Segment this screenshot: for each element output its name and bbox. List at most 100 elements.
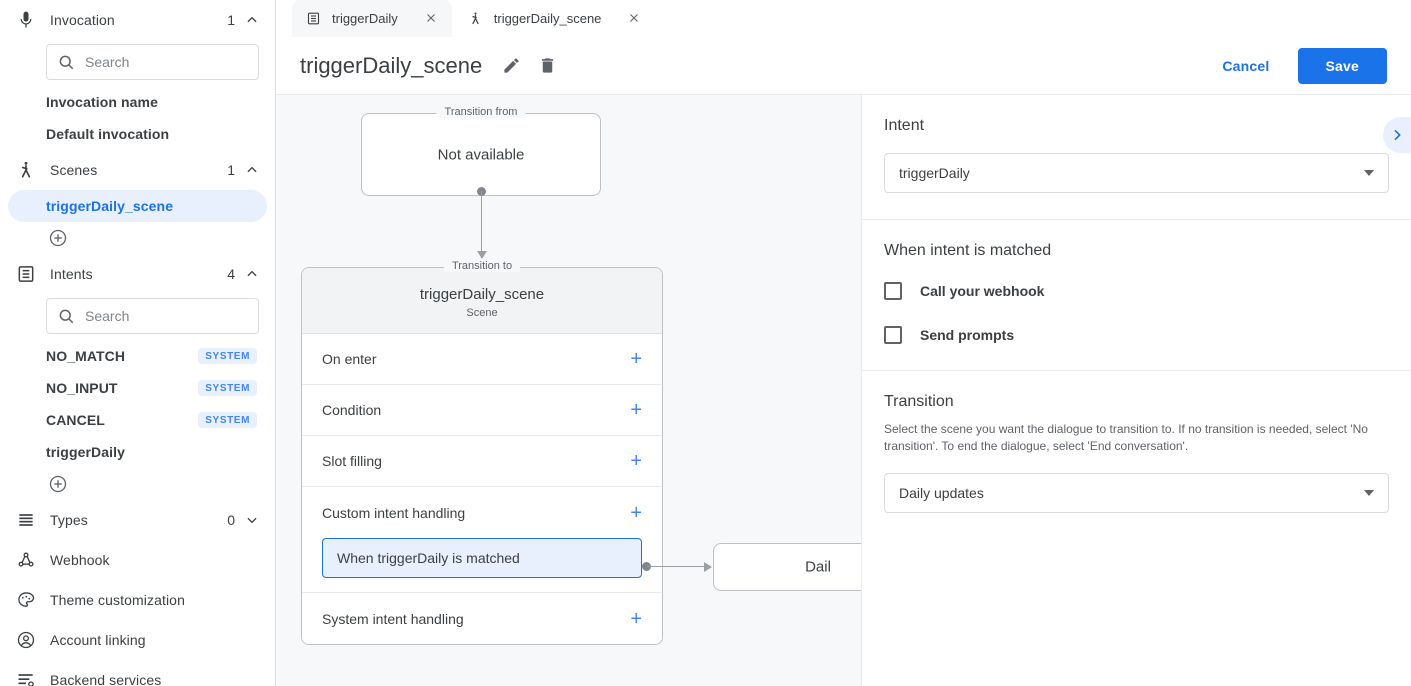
chevron-up-icon[interactable]	[245, 163, 259, 177]
microphone-icon	[14, 8, 38, 32]
scene-row-on-enter[interactable]: On enter +	[302, 334, 662, 385]
sidebar-item-label: triggerDaily	[46, 444, 125, 460]
scene-row-label: Condition	[322, 402, 382, 418]
status-badge: SYSTEM	[198, 348, 257, 364]
transition-select[interactable]: Daily updates	[884, 473, 1389, 513]
account-icon	[14, 628, 38, 652]
scene-row-custom-intent-handling[interactable]: Custom intent handling +	[302, 487, 662, 538]
sidebar-item-label: Account linking	[50, 632, 146, 648]
add-circle-icon[interactable]	[48, 474, 68, 494]
sidebar-item-label: Default invocation	[46, 126, 170, 142]
add-icon[interactable]: +	[630, 501, 642, 524]
scene-row-slot-filling[interactable]: Slot filling +	[302, 436, 662, 487]
add-intent-row	[0, 468, 275, 500]
sidebar-item-webhook[interactable]: Webhook	[0, 540, 275, 580]
sidebar-item-triggerDaily[interactable]: triggerDaily	[8, 436, 267, 468]
tab-triggerDaily_scene[interactable]: triggerDaily_scene	[453, 0, 656, 37]
sidebar-group-label: Intents	[50, 266, 93, 282]
add-icon[interactable]: +	[630, 348, 642, 370]
scene-row-label: System intent handling	[322, 610, 464, 627]
intent-select[interactable]: triggerDaily	[884, 153, 1389, 193]
search-icon	[57, 53, 75, 71]
checkbox-box[interactable]	[884, 282, 902, 300]
checkbox-send-prompts[interactable]: Send prompts	[884, 326, 1389, 344]
sidebar-item-default-invocation[interactable]: Default invocation	[8, 118, 267, 150]
intent-section: Intent triggerDaily	[862, 95, 1411, 220]
custom-intent-handlers: When triggerDaily is matched	[302, 538, 662, 593]
add-circle-icon[interactable]	[48, 228, 68, 248]
add-scene-row	[0, 222, 275, 254]
tab-label: triggerDaily_scene	[493, 11, 602, 26]
checkbox-box[interactable]	[884, 326, 902, 344]
scene-node-subtitle: Scene	[466, 307, 498, 319]
checkbox-call-your-webhook[interactable]: Call your webhook	[884, 282, 1389, 300]
intent-section-title: Intent	[884, 117, 925, 134]
sidebar-item-label: Webhook	[50, 552, 110, 568]
sidebar-group-intents[interactable]: Intents 4	[0, 254, 275, 294]
intents-search-input[interactable]	[85, 308, 248, 324]
cancel-button[interactable]: Cancel	[1210, 50, 1281, 82]
sidebar-item-cancel[interactable]: CANCEL SYSTEM	[8, 404, 267, 436]
tab-bar: triggerDaily triggerDaily_scene	[276, 0, 1411, 37]
invocation-search-box[interactable]	[46, 44, 259, 80]
intents-search-wrap	[0, 294, 275, 340]
status-badge: SYSTEM	[198, 412, 257, 428]
invocation-search-input[interactable]	[85, 54, 248, 70]
trash-icon[interactable]	[538, 56, 558, 76]
scene-row-system-intent-handling[interactable]: System intent handling +	[302, 593, 662, 644]
status-badge: SYSTEM	[198, 380, 257, 396]
body-area: Transition from Not available Transition…	[276, 95, 1411, 686]
types-icon	[14, 508, 38, 532]
sidebar-item-label: Backend services	[50, 672, 162, 686]
scene-node-header: triggerDaily_scene Scene	[302, 268, 662, 334]
sidebar-item-invocation-name[interactable]: Invocation name	[8, 86, 267, 118]
scenes-icon	[468, 11, 484, 27]
close-icon[interactable]	[424, 11, 440, 27]
intent-select-value: triggerDaily	[899, 165, 970, 181]
sidebar-group-label: Invocation	[50, 12, 115, 28]
close-icon[interactable]	[627, 11, 643, 27]
sidebar-group-scenes[interactable]: Scenes 1	[0, 150, 275, 190]
tab-label: triggerDaily	[332, 11, 398, 26]
sidebar: Invocation 1 Invocation name Default inv…	[0, 0, 276, 686]
transition-section: Transition Select the scene you want the…	[862, 371, 1411, 539]
tab-triggerDaily[interactable]: triggerDaily	[292, 0, 452, 37]
palette-icon	[14, 588, 38, 612]
scene-node[interactable]: Transition to triggerDaily_scene Scene O…	[301, 260, 663, 645]
sidebar-group-types[interactable]: Types 0	[0, 500, 275, 540]
intent-handler-chip[interactable]: When triggerDaily is matched	[322, 538, 642, 578]
transition-select-value: Daily updates	[899, 485, 984, 501]
sidebar-group-invocation[interactable]: Invocation 1	[0, 0, 275, 40]
sidebar-item-account-linking[interactable]: Account linking	[0, 620, 275, 660]
add-icon[interactable]: +	[630, 399, 642, 421]
transition-from-node[interactable]: Transition from Not available	[361, 106, 601, 196]
sidebar-item-no-match[interactable]: NO_MATCH SYSTEM	[8, 340, 267, 372]
sidebar-item-theme-customization[interactable]: Theme customization	[0, 580, 275, 620]
sidebar-group-label: Types	[50, 512, 88, 528]
sidebar-item-backend-services[interactable]: Backend services	[0, 660, 275, 686]
intents-search-box[interactable]	[46, 298, 259, 334]
chevron-down-icon[interactable]	[245, 513, 259, 527]
chevron-up-icon[interactable]	[245, 267, 259, 281]
sidebar-group-count: 1	[227, 162, 235, 178]
add-icon[interactable]: +	[630, 450, 642, 472]
sidebar-item-no-input[interactable]: NO_INPUT SYSTEM	[8, 372, 267, 404]
invocation-search-wrap	[0, 40, 275, 86]
when-intent-matched-section: When intent is matched Call your webhook…	[862, 220, 1411, 371]
search-icon	[57, 307, 75, 325]
edge-horizontal	[647, 566, 707, 567]
chevron-up-icon[interactable]	[245, 13, 259, 27]
sidebar-item-label: CANCEL	[46, 412, 105, 428]
save-button[interactable]: Save	[1297, 47, 1387, 84]
scene-canvas[interactable]: Transition from Not available Transition…	[276, 95, 862, 686]
transition-target-node[interactable]: Tr Dail	[713, 543, 861, 591]
page-title: triggerDaily_scene	[300, 52, 483, 78]
add-icon[interactable]: +	[630, 607, 642, 630]
backend-services-icon	[14, 668, 38, 686]
pencil-icon[interactable]	[502, 56, 522, 76]
intents-icon	[14, 262, 38, 286]
edge-vertical	[481, 191, 482, 253]
scene-row-condition[interactable]: Condition +	[302, 385, 662, 436]
sidebar-item-triggerDaily_scene[interactable]: triggerDaily_scene	[8, 190, 267, 222]
chevron-right-icon[interactable]	[1383, 117, 1411, 153]
